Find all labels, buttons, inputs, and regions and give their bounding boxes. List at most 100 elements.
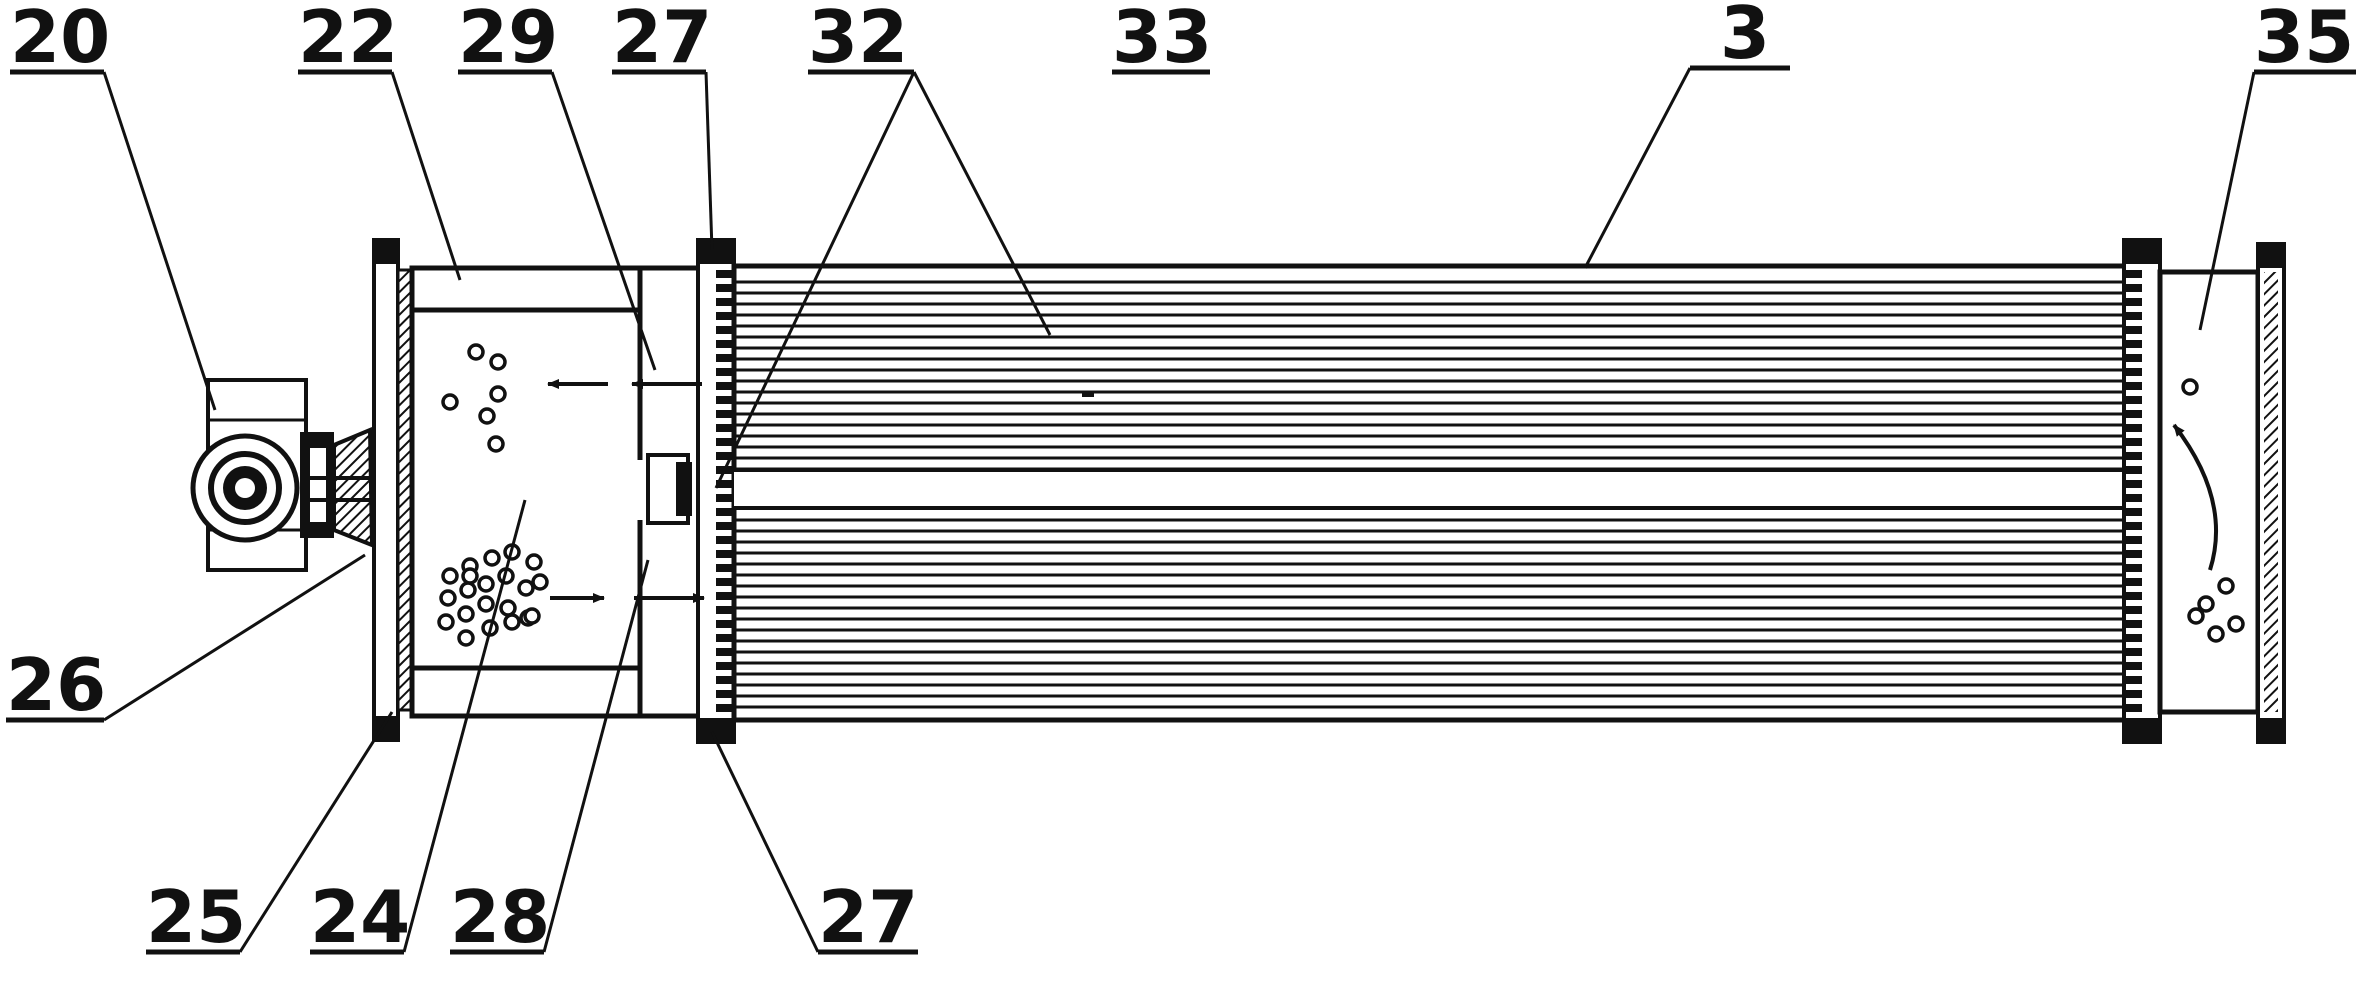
ball: [2227, 615, 2245, 633]
tube-hole: [716, 662, 734, 670]
tube-hole: [716, 424, 734, 432]
ball: [531, 573, 549, 591]
tube-hole: [716, 508, 734, 516]
tube-hole: [2124, 592, 2142, 600]
tube-hole: [2124, 396, 2142, 404]
ball: [477, 595, 495, 613]
tube-hole: [2124, 690, 2142, 698]
label-25: 25: [146, 875, 246, 959]
tube-hole: [2124, 704, 2142, 712]
tube-hole: [716, 676, 734, 684]
tube-hole: [716, 564, 734, 572]
ball: [461, 567, 479, 585]
tube-hole: [2124, 382, 2142, 390]
label-32: 32: [808, 0, 908, 79]
ball: [2197, 595, 2215, 613]
ball: [478, 407, 496, 425]
tube-bundle: [731, 263, 2137, 723]
tube-hole: [716, 270, 734, 278]
tube-hole: [716, 452, 734, 460]
tube-hole: [2124, 606, 2142, 614]
rotor-drum: [409, 265, 713, 719]
tube-hole: [2124, 620, 2142, 628]
tube-hole: [2124, 662, 2142, 670]
ball: [517, 579, 535, 597]
ball: [487, 435, 505, 453]
ball: [499, 599, 517, 617]
tube-hole: [716, 312, 734, 320]
tube-hole: [2124, 368, 2142, 376]
cleaning-balls: [437, 343, 2245, 647]
ball: [477, 575, 495, 593]
label-35: 35: [2254, 0, 2354, 79]
label-27-bottom: 27: [818, 875, 918, 959]
label-22: 22: [298, 0, 398, 79]
ball: [525, 553, 543, 571]
tube-hole: [2124, 634, 2142, 642]
tube-hole: [2124, 326, 2142, 334]
left-end-plate: [372, 238, 414, 742]
flow-arrows: [547, 379, 2218, 603]
ball: [483, 549, 501, 567]
ball: [457, 605, 475, 623]
tube-hole: [716, 382, 734, 390]
tube-hole: [716, 480, 734, 488]
tube-hole: [2124, 648, 2142, 656]
tube-hole: [716, 592, 734, 600]
tube-hole: [716, 522, 734, 530]
ball: [2187, 607, 2205, 625]
label-27-top: 27: [612, 0, 712, 79]
tube-hole: [716, 396, 734, 404]
ball: [467, 343, 485, 361]
tube-hole: [2124, 424, 2142, 432]
tube-hole: [716, 494, 734, 502]
tube-hole: [2124, 676, 2142, 684]
tube-hole: [716, 298, 734, 306]
ball: [441, 393, 459, 411]
tube-hole: [2124, 438, 2142, 446]
tube-hole: [2124, 410, 2142, 418]
tube-hole: [2124, 550, 2142, 558]
tube-sheet-flange-right: [2122, 238, 2162, 744]
ball: [457, 629, 475, 647]
tube-hole: [2124, 480, 2142, 488]
tube-hole: [716, 634, 734, 642]
return-chamber: [2157, 242, 2286, 744]
tube-hole: [716, 690, 734, 698]
tube-hole: [2124, 354, 2142, 362]
reference-labels: 20 22 29 27 32 33 3 35 26 25 24 28 27: [6, 0, 2354, 959]
label-24: 24: [310, 875, 410, 959]
tube-hole: [716, 368, 734, 376]
ball: [437, 613, 455, 631]
tube-hole: [716, 704, 734, 712]
tube-hole: [2124, 312, 2142, 320]
tube-hole: [716, 606, 734, 614]
tube-hole: [716, 354, 734, 362]
tube-hole: [2124, 452, 2142, 460]
tube-hole: [716, 340, 734, 348]
ball: [439, 589, 457, 607]
tube-hole: [2124, 564, 2142, 572]
ball: [489, 385, 507, 403]
tube-hole: [716, 578, 734, 586]
tube-hole: [716, 620, 734, 628]
label-33: 33: [1112, 0, 1212, 79]
tube-hole: [2124, 522, 2142, 530]
tube-hole: [2124, 270, 2142, 278]
tube-hole: [716, 410, 734, 418]
label-3: 3: [1720, 0, 1770, 75]
leader-lines: [6, 65, 2356, 955]
tube-sheet-flange-left: [696, 238, 736, 744]
tube-hole: [716, 438, 734, 446]
label-26: 26: [6, 643, 106, 727]
tube-hole: [716, 326, 734, 334]
ball: [459, 581, 477, 599]
tube-hole: [2124, 508, 2142, 516]
ball: [503, 613, 521, 631]
tube-hole: [716, 550, 734, 558]
motor: [190, 378, 334, 572]
tube-hole: [2124, 284, 2142, 292]
tube-hole: [2124, 578, 2142, 586]
tube-hole: [2124, 494, 2142, 502]
tube-hole: [716, 648, 734, 656]
